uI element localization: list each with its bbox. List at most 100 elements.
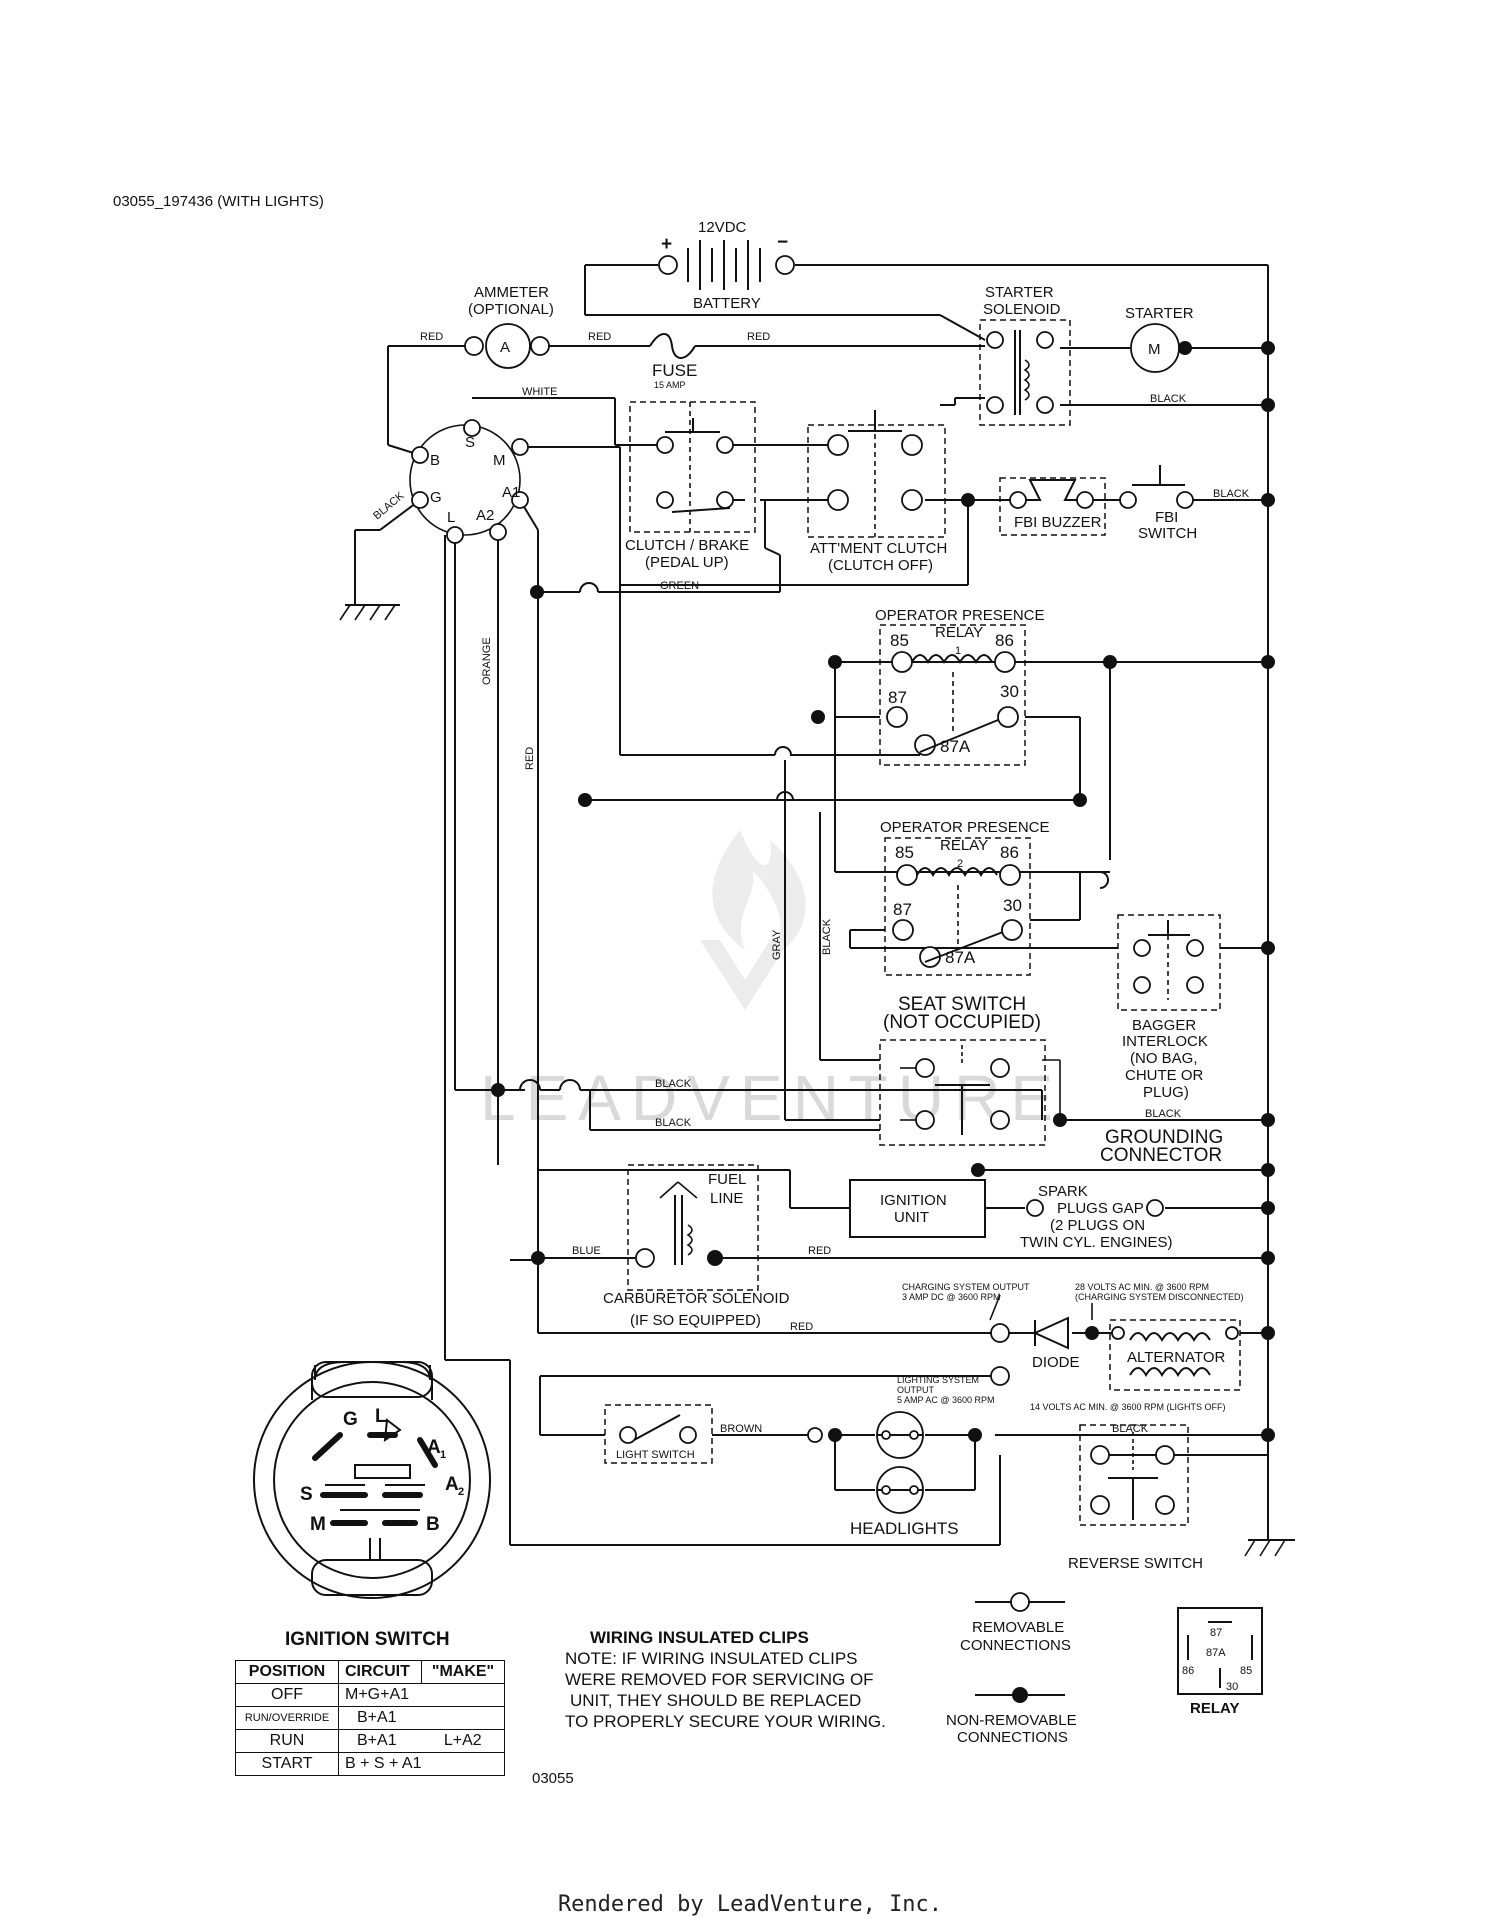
table-cell: B+A1 (338, 1729, 422, 1753)
relay1-num: 1 (955, 645, 961, 657)
table-cell: L+A2 (421, 1729, 505, 1753)
watermark-text: LEADVENTURE (480, 1062, 1063, 1134)
table-header: "MAKE" (421, 1660, 505, 1684)
relay1-t87: 87 (888, 688, 907, 707)
face-a2: A (445, 1474, 459, 1495)
charge-output-1: CHARGING SYSTEM OUTPUT (902, 1282, 1030, 1292)
seat-switch-label-2: (NOT OCCUPIED) (883, 1012, 1041, 1033)
bagger-label-3: (NO BAG, (1130, 1050, 1198, 1067)
face-s: S (300, 1484, 313, 1505)
battery-minus: − (777, 232, 788, 253)
relay2-label-1: OPERATOR PRESENCE (880, 819, 1049, 836)
fbi-buzzer: FBI BUZZER (999, 477, 1106, 536)
legend-nonremovable-2: CONNECTIONS (957, 1729, 1068, 1746)
headlights-label: HEADLIGHTS (850, 1519, 959, 1538)
wire-label-red-carb: RED (808, 1245, 831, 1257)
light-switch-label: LIGHT SWITCH (616, 1449, 695, 1461)
notes-code: 03055 (532, 1770, 574, 1787)
terminal-l: L (447, 509, 455, 526)
face-a2-sub: 2 (458, 1486, 464, 1498)
terminal-a2: A2 (476, 507, 494, 524)
clutch-brake-label-1: CLUTCH / BRAKE (625, 537, 749, 554)
bagger-label-5: PLUG) (1143, 1084, 1189, 1101)
wire-label-black-ground-conn: BLACK (1145, 1108, 1182, 1120)
lighting-label-3: 5 AMP AC @ 3600 RPM (897, 1395, 995, 1405)
ammeter: A AMMETER (OPTIONAL) (464, 284, 554, 369)
charge-ac-1: 28 VOLTS AC MIN. @ 3600 RPM (1075, 1282, 1209, 1292)
table-row: RUN B+A1 L+A2 (235, 1729, 505, 1753)
charge-output-2: 3 AMP DC @ 3600 RPM (902, 1292, 1001, 1302)
ignition-switch-title: IGNITION SWITCH (285, 1629, 450, 1650)
battery-plus: + (661, 234, 672, 255)
bagger-label-4: CHUTE OR (1125, 1067, 1204, 1084)
ammeter-label: AMMETER (474, 284, 549, 301)
lighting-system: LIGHTING SYSTEM OUTPUT 5 AMP AC @ 3600 R… (604, 1366, 1226, 1538)
relay-legend-85: 85 (1240, 1665, 1252, 1677)
wire-label-black-fbi: BLACK (1213, 488, 1250, 500)
fbi-switch-label-1: FBI (1155, 509, 1178, 526)
relay-legend-30: 30 (1226, 1681, 1238, 1693)
operator-presence-relay-2: OPERATOR PRESENCE RELAY 2 85 86 87 30 87… (880, 819, 1049, 976)
fuel-line-label-1: FUEL (708, 1171, 746, 1188)
starter-solenoid: STARTER SOLENOID (979, 284, 1071, 426)
carburetor-solenoid: FUEL LINE CARBURETOR SOLENOID (IF SO EQU… (603, 1164, 790, 1329)
att-clutch-label-2: (CLUTCH OFF) (828, 557, 933, 574)
relay-legend-87: 87 (1210, 1627, 1222, 1639)
bagger-interlock: BAGGER INTERLOCK (NO BAG, CHUTE OR PLUG) (1117, 914, 1221, 1101)
operator-presence-relay-1: OPERATOR PRESENCE RELAY 1 85 86 87 30 87… (875, 607, 1044, 766)
relay-legend-label: RELAY (1190, 1700, 1239, 1717)
ignition-unit-label-1: IGNITION (880, 1192, 947, 1209)
seat-switch: SEAT SWITCH (NOT OCCUPIED) (879, 994, 1061, 1146)
fbi-switch: FBI SWITCH (1119, 465, 1197, 542)
table-cell: B + S + A1 (338, 1752, 505, 1776)
lighting-ac: 14 VOLTS AC MIN. @ 3600 RPM (LIGHTS OFF) (1030, 1402, 1226, 1412)
wire-label-gray: GRAY (771, 929, 783, 960)
table-cell: START (235, 1752, 339, 1776)
face-a1-sub: 1 (440, 1449, 446, 1461)
seat-switch-label-1: SEAT SWITCH (898, 994, 1026, 1015)
bagger-label-1: BAGGER (1132, 1017, 1196, 1034)
relay-legend-86: 86 (1182, 1665, 1194, 1677)
wire-label-red-vertical: RED (524, 747, 536, 770)
wire-label-red-charge: RED (790, 1321, 813, 1333)
table-row: START B + S + A1 (235, 1752, 505, 1776)
notes-line-1: NOTE: IF WIRING INSULATED CLIPS (565, 1649, 858, 1668)
wire-label-black-lights: BLACK (1112, 1423, 1149, 1435)
fbi-buzzer-label: FBI BUZZER (1014, 514, 1102, 531)
wire-label-green: GREEN (660, 580, 699, 592)
starter-motor: M STARTER (1125, 305, 1194, 373)
carb-solenoid-label-2: (IF SO EQUIPPED) (630, 1312, 761, 1329)
att-clutch-label-1: ATT'MENT CLUTCH (810, 540, 947, 557)
grounding-connector-label-2: CONNECTOR (1100, 1145, 1222, 1166)
table-header: CIRCUIT (338, 1660, 422, 1684)
face-a1: A (427, 1437, 441, 1458)
attachment-clutch-switch: ATT'MENT CLUTCH (CLUTCH OFF) (807, 410, 947, 574)
footer-credit: Rendered by LeadVenture, Inc. (557, 1892, 943, 1917)
relay2-t85: 85 (895, 843, 914, 862)
carb-solenoid-label-1: CARBURETOR SOLENOID (603, 1290, 790, 1307)
charging-system: CHARGING SYSTEM OUTPUT 3 AMP DC @ 3600 R… (902, 1282, 1244, 1391)
spark-label-3: (2 PLUGS ON (1050, 1217, 1145, 1234)
terminal-m: M (493, 452, 506, 469)
wire-label-red-2: RED (588, 331, 611, 343)
fbi-switch-label-2: SWITCH (1138, 525, 1197, 542)
table-cell: M+G+A1 (338, 1683, 505, 1707)
connection-legend: REMOVABLE CONNECTIONS NON-REMOVABLE CONN… (946, 1592, 1077, 1746)
wire-label-orange: ORANGE (481, 637, 493, 685)
battery-voltage: 12VDC (698, 219, 747, 236)
terminal-a1: A1 (502, 484, 520, 501)
model-code: 03055_197436 (WITH LIGHTS) (113, 193, 324, 210)
face-m: M (310, 1514, 326, 1535)
relay2-t87: 87 (893, 900, 912, 919)
table-cell: B+A1 (338, 1706, 505, 1730)
face-l: L (375, 1406, 387, 1427)
legend-nonremovable-1: NON-REMOVABLE (946, 1712, 1077, 1729)
table-cell: OFF (235, 1683, 339, 1707)
starter-symbol: M (1148, 341, 1161, 358)
terminal-b: B (430, 452, 440, 469)
ignition-switch-face: G L A 1 A 2 S M B IGNITION SWITCH (253, 1361, 491, 1650)
table-header: POSITION (235, 1660, 339, 1684)
relay-legend-87a: 87A (1206, 1647, 1226, 1659)
wire-label-black-starter: BLACK (1150, 393, 1187, 405)
ammeter-optional: (OPTIONAL) (468, 301, 554, 318)
